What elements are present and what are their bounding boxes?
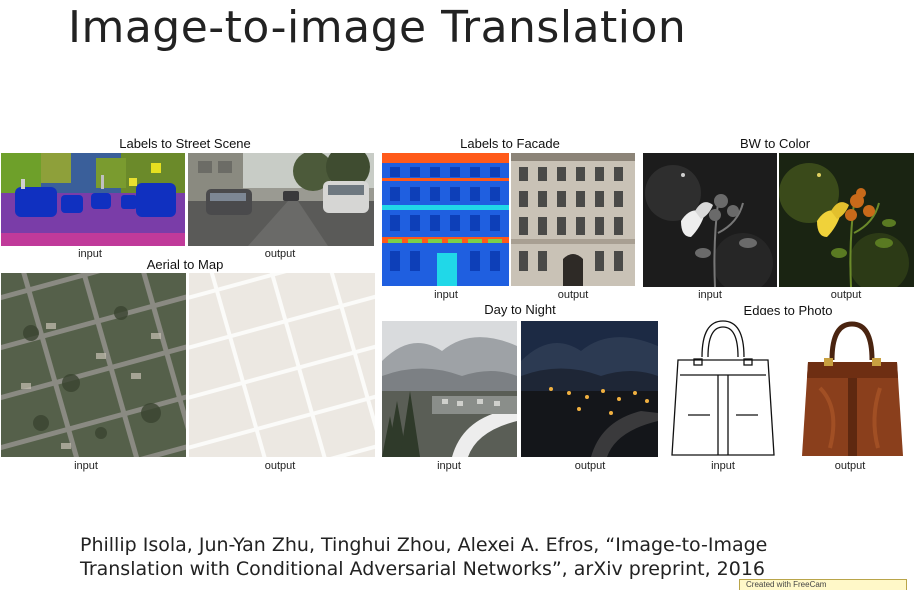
panel-title-labels-to-street: Labels to Street Scene	[119, 136, 251, 151]
map-output-image	[189, 273, 375, 457]
panel-title-edges-to-photo: Edges to Photo	[743, 303, 833, 318]
night-photo-output-image	[521, 321, 658, 457]
aerial-input-caption: input	[74, 460, 98, 472]
day-input-caption: input	[437, 460, 461, 472]
bw-input-caption: input	[698, 289, 722, 301]
citation-line-2: Translation with Conditional Adversarial…	[80, 558, 766, 580]
aerial-photo-input-image	[1, 273, 186, 457]
day-photo-input-image	[382, 321, 517, 457]
street-labels-input-image	[1, 153, 185, 246]
street-output-caption: output	[264, 248, 296, 260]
facade-input-caption: input	[434, 289, 458, 301]
bag-photo-output-image	[800, 318, 905, 458]
facade-output-caption: output	[557, 289, 589, 301]
street-input-caption: input	[78, 248, 102, 260]
facade-photo-output-image	[511, 153, 635, 286]
bw-output-caption: output	[830, 289, 862, 301]
citation: Phillip Isola, Jun-Yan Zhu, Tinghui Zhou…	[80, 533, 767, 581]
edges-input-caption: input	[711, 460, 735, 472]
aerial-output-caption: output	[264, 460, 296, 472]
bw-input-image	[643, 153, 777, 287]
color-output-image	[779, 153, 914, 287]
recorder-watermark: Created with FreeCam	[739, 579, 907, 590]
bag-edges-input-image	[668, 315, 778, 460]
panel-title-bw-to-color: BW to Color	[739, 136, 811, 151]
facade-labels-input-image	[382, 153, 509, 286]
night-output-caption: output	[574, 460, 606, 472]
panel-title-aerial-to-map: Aerial to Map	[146, 257, 224, 272]
panel-title-day-to-night: Day to Night	[484, 302, 556, 317]
bag-output-caption: output	[834, 460, 866, 472]
street-photo-output-image	[188, 153, 374, 246]
panel-title-labels-to-facade: Labels to Facade	[460, 136, 560, 151]
citation-line-1: Phillip Isola, Jun-Yan Zhu, Tinghui Zhou…	[80, 534, 768, 556]
slide-title: Image-to-image Translation	[68, 2, 687, 53]
